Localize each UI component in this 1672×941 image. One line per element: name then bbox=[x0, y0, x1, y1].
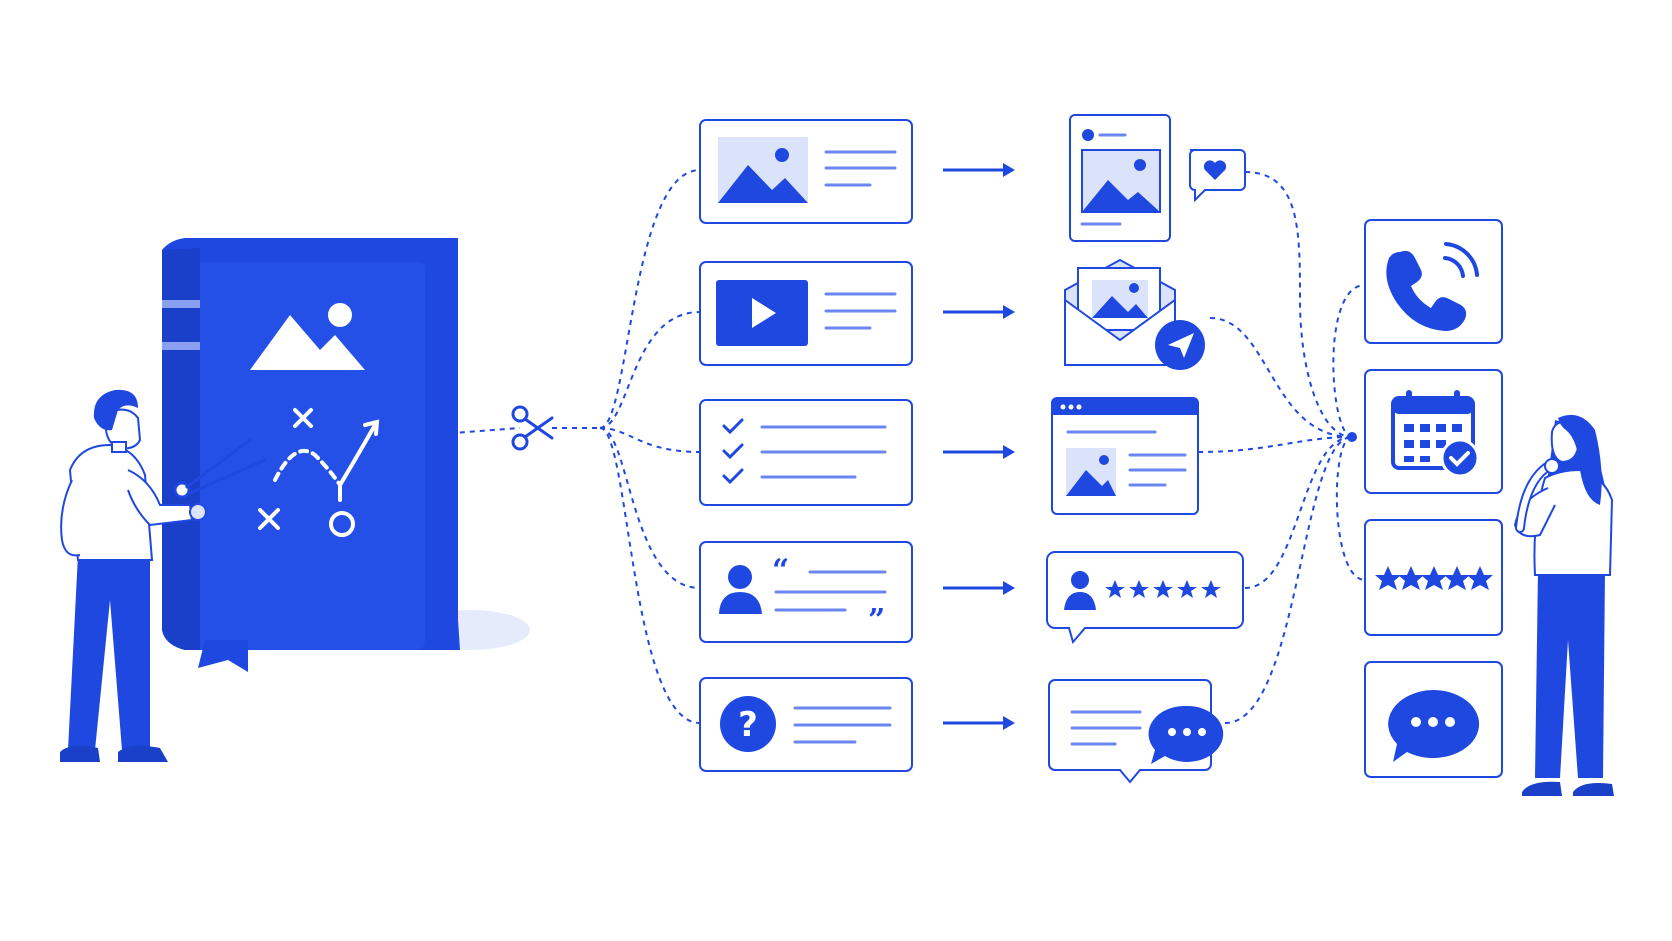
content-pieces: “ ” ? bbox=[699, 119, 913, 772]
branch-faq bbox=[599, 427, 701, 724]
play-strategy-icon bbox=[258, 408, 380, 537]
merge-web bbox=[1197, 436, 1353, 453]
outcome-booking[interactable] bbox=[1364, 369, 1503, 494]
bookmark-ribbon-icon bbox=[198, 640, 248, 672]
branch-testimonial bbox=[599, 427, 701, 589]
merge-review bbox=[1244, 436, 1353, 589]
branch-image bbox=[599, 169, 701, 429]
scissors-icon bbox=[511, 405, 554, 451]
calendar-check-icon bbox=[1391, 390, 1480, 478]
arrow-4 bbox=[943, 581, 1015, 595]
merge-social bbox=[1244, 171, 1353, 438]
content-card-checklist[interactable] bbox=[699, 399, 913, 506]
svg-text:?: ? bbox=[738, 705, 758, 745]
arrow-3 bbox=[943, 445, 1015, 459]
channels bbox=[1046, 114, 1246, 784]
split-phone bbox=[1332, 284, 1366, 438]
book-icon bbox=[162, 238, 530, 672]
content-card-faq[interactable]: ? bbox=[699, 677, 913, 772]
image-icon bbox=[718, 137, 808, 203]
merge-chat bbox=[1224, 436, 1353, 724]
heart-bubble-icon bbox=[1189, 149, 1246, 203]
five-stars-icon bbox=[1375, 566, 1493, 590]
chat-bubble-icon bbox=[1048, 679, 1224, 784]
svg-text:”: ” bbox=[868, 603, 885, 638]
speech-dots-icon bbox=[1388, 689, 1480, 762]
split-rating bbox=[1335, 436, 1366, 581]
arrow-2 bbox=[943, 305, 1015, 319]
connectors bbox=[399, 163, 1366, 730]
question-icon: ? bbox=[720, 696, 776, 752]
outcome-conversation[interactable] bbox=[1364, 661, 1503, 778]
arrow-1 bbox=[943, 163, 1015, 177]
review-stars bbox=[1105, 580, 1221, 598]
woman-thinking-illustration bbox=[1513, 414, 1614, 796]
phone-ringing-icon bbox=[1386, 242, 1479, 331]
user-stars-icon bbox=[1046, 551, 1244, 645]
phone-post-heart-icon bbox=[1081, 149, 1161, 213]
man-cutting-book-illustration bbox=[60, 389, 267, 762]
merge-email bbox=[1209, 317, 1353, 438]
checklist-icon bbox=[722, 418, 744, 485]
outcome-phone-call[interactable] bbox=[1364, 219, 1503, 344]
channel-web-page[interactable] bbox=[1051, 397, 1199, 515]
outcome-rating[interactable] bbox=[1364, 519, 1503, 636]
branch-video bbox=[599, 311, 701, 429]
envelope-send-icon bbox=[1064, 258, 1205, 370]
content-card-testimonial[interactable]: “ ” bbox=[699, 541, 913, 643]
channel-chat-message[interactable] bbox=[1048, 679, 1224, 784]
branch-checklist bbox=[599, 427, 701, 453]
content-card-video[interactable] bbox=[699, 261, 913, 366]
quote-user-icon: “ ” bbox=[719, 553, 885, 638]
outcomes bbox=[1364, 219, 1503, 778]
play-icon bbox=[716, 280, 808, 346]
channel-review[interactable] bbox=[1046, 551, 1244, 645]
content-card-image[interactable] bbox=[699, 119, 913, 224]
mountain-image-icon bbox=[250, 303, 365, 370]
arrows bbox=[943, 163, 1015, 730]
channel-email[interactable] bbox=[1064, 258, 1205, 370]
browser-window-icon bbox=[1051, 397, 1199, 515]
arrow-5 bbox=[943, 716, 1015, 730]
channel-social-post[interactable] bbox=[1069, 114, 1246, 242]
svg-text:“: “ bbox=[772, 553, 789, 588]
